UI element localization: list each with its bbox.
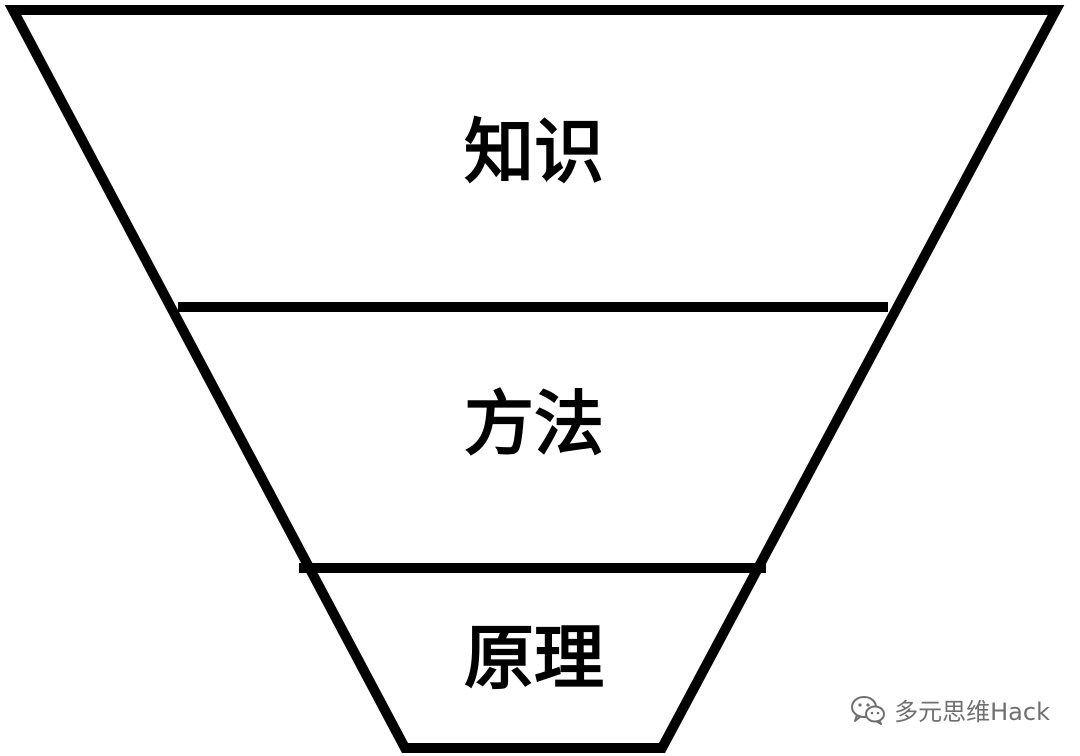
watermark: 多元思维Hack bbox=[850, 692, 1050, 727]
wechat-icon bbox=[850, 695, 886, 725]
layer-label-principle: 原理 bbox=[464, 617, 604, 699]
watermark-text: 多元思维Hack bbox=[894, 698, 1050, 726]
layer-label-knowledge: 知识 bbox=[464, 111, 604, 193]
layer-label-method: 方法 bbox=[464, 383, 604, 465]
funnel-outline bbox=[4, 5, 1065, 753]
